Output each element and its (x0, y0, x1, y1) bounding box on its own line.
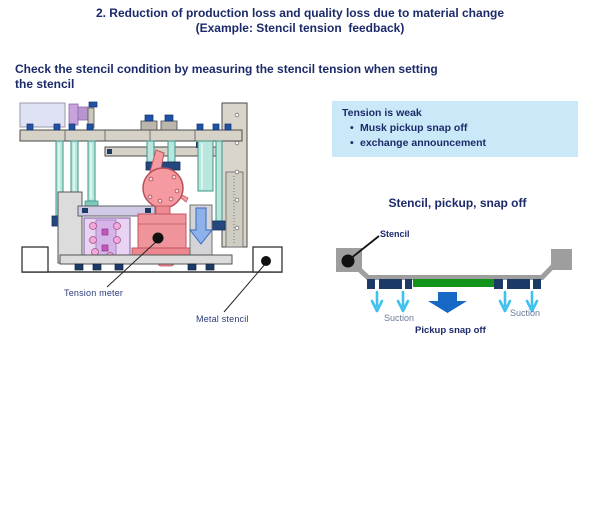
bullet-icon: • (350, 137, 354, 149)
callout-leaders (106, 232, 271, 313)
green-strip (413, 279, 494, 287)
machine-top-left-box (19, 102, 66, 128)
title-line-2: (Example: Stencil tension feedback) (195, 21, 405, 35)
suction-blocks (367, 279, 541, 289)
metal-stencil-label: Metal stencil (196, 314, 249, 324)
info-bullet-1-text: Musk pickup snap off (360, 122, 468, 134)
machine-top-beam (19, 114, 243, 142)
machine-left-column (57, 191, 83, 264)
stencil-callout-dot (341, 254, 355, 268)
tension-meter-machine-illustration (19, 101, 283, 313)
subtitle-text: Check the stencil condition by measuring… (15, 62, 438, 91)
info-box-title: Tension is weak (342, 107, 422, 119)
machine-down-arrow-panel (188, 204, 214, 259)
tension-meter-label: Tension meter (64, 288, 124, 298)
suction-arrow-icons (370, 290, 539, 313)
machine-base-plate (59, 254, 233, 271)
stencil-sheet (350, 260, 559, 280)
page-title: 2. Reduction of production loss and qual… (0, 6, 600, 36)
tension-meter-callout-dot (152, 232, 164, 244)
info-bullet-2: • exchange announcement (342, 136, 578, 151)
bullet-icon: • (350, 122, 354, 134)
machine-rod-highlights (58, 143, 203, 214)
pickup-snapoff-arrow-icon (428, 292, 467, 313)
stencil-leader-line (349, 235, 380, 260)
metal-stencil-frame (21, 246, 283, 273)
pickup-snapoff-label: Pickup snap off (415, 325, 486, 336)
machine-right-column (221, 102, 248, 248)
snap-diagram-heading: Stencil, pickup, snap off (388, 196, 527, 210)
title-line-1: 2. Reduction of production loss and qual… (95, 6, 505, 20)
machine-down-arrow-icon (188, 207, 214, 245)
stencil-snapoff-diagram (336, 235, 572, 313)
metal-stencil-callout-dot (261, 256, 271, 266)
info-bullet-1: • Musk pickup snap off (342, 121, 578, 136)
suction-left-label: Suction (384, 313, 415, 323)
info-bullet-2-text: exchange announcement (360, 137, 487, 149)
suction-right-label: Suction (510, 308, 541, 318)
stencil-label: Stencil (380, 229, 410, 239)
tension-weak-info-box: Tension is weak • Musk pickup snap off •… (332, 101, 578, 157)
